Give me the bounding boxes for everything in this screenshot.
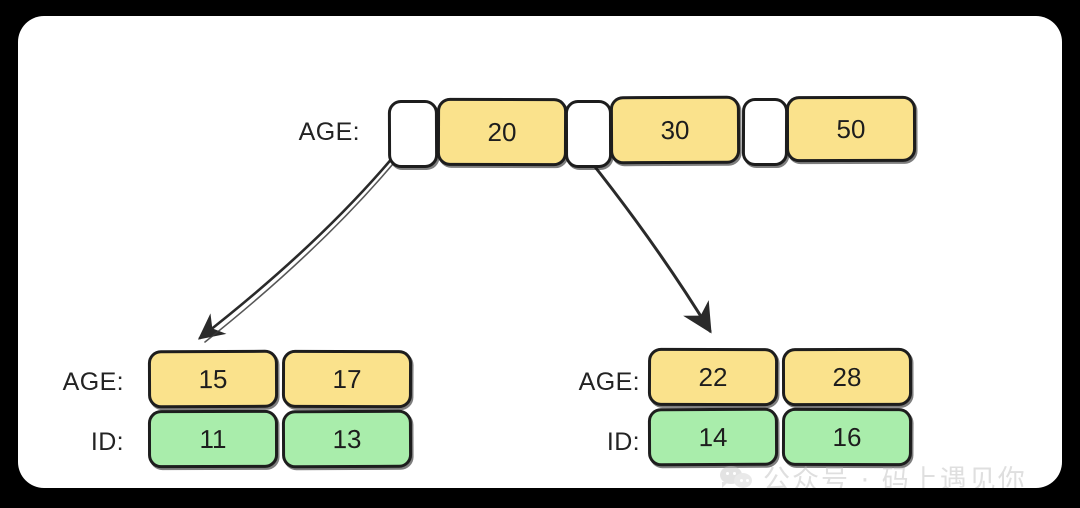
left-leaf-id-cell-0[interactable]: 11 xyxy=(147,409,279,469)
right-leaf-age-cell-1[interactable]: 28 xyxy=(781,347,913,407)
root-key-cell-50[interactable]: 50 xyxy=(785,95,917,163)
left-leaf-id-cell-1[interactable]: 13 xyxy=(281,409,413,469)
right-leaf-id-label: ID: xyxy=(606,428,640,456)
root-key-cell-20[interactable]: 20 xyxy=(436,97,568,167)
diagram-card: AGE: 20 30 50 AGE: ID: 15 17 11 13 AGE: … xyxy=(18,16,1062,488)
left-leaf-age-cell-0[interactable]: 15 xyxy=(147,349,279,409)
right-leaf-age-cell-0[interactable]: 22 xyxy=(647,347,779,407)
arrow-root-to-right-leaf xyxy=(586,156,712,334)
left-leaf-age-cell-1[interactable]: 17 xyxy=(281,349,413,409)
wechat-icon xyxy=(720,464,754,489)
watermark-text: 公众号 · 码上遇见你 xyxy=(763,465,1027,488)
root-key-cell-30[interactable]: 30 xyxy=(609,95,741,165)
right-leaf-age-label: AGE: xyxy=(578,368,640,396)
left-leaf-age-label: AGE: xyxy=(62,368,124,396)
root-pointer-cell-2[interactable] xyxy=(741,97,789,167)
root-pointer-cell-1[interactable] xyxy=(564,99,613,169)
root-pointer-cell-0[interactable] xyxy=(387,99,439,169)
root-age-label: AGE: xyxy=(298,118,360,146)
arrow-root-to-left-leaf xyxy=(197,154,399,343)
left-leaf-id-label: ID: xyxy=(90,428,124,456)
watermark: 公众号 · 码上遇见你 xyxy=(720,458,1027,488)
